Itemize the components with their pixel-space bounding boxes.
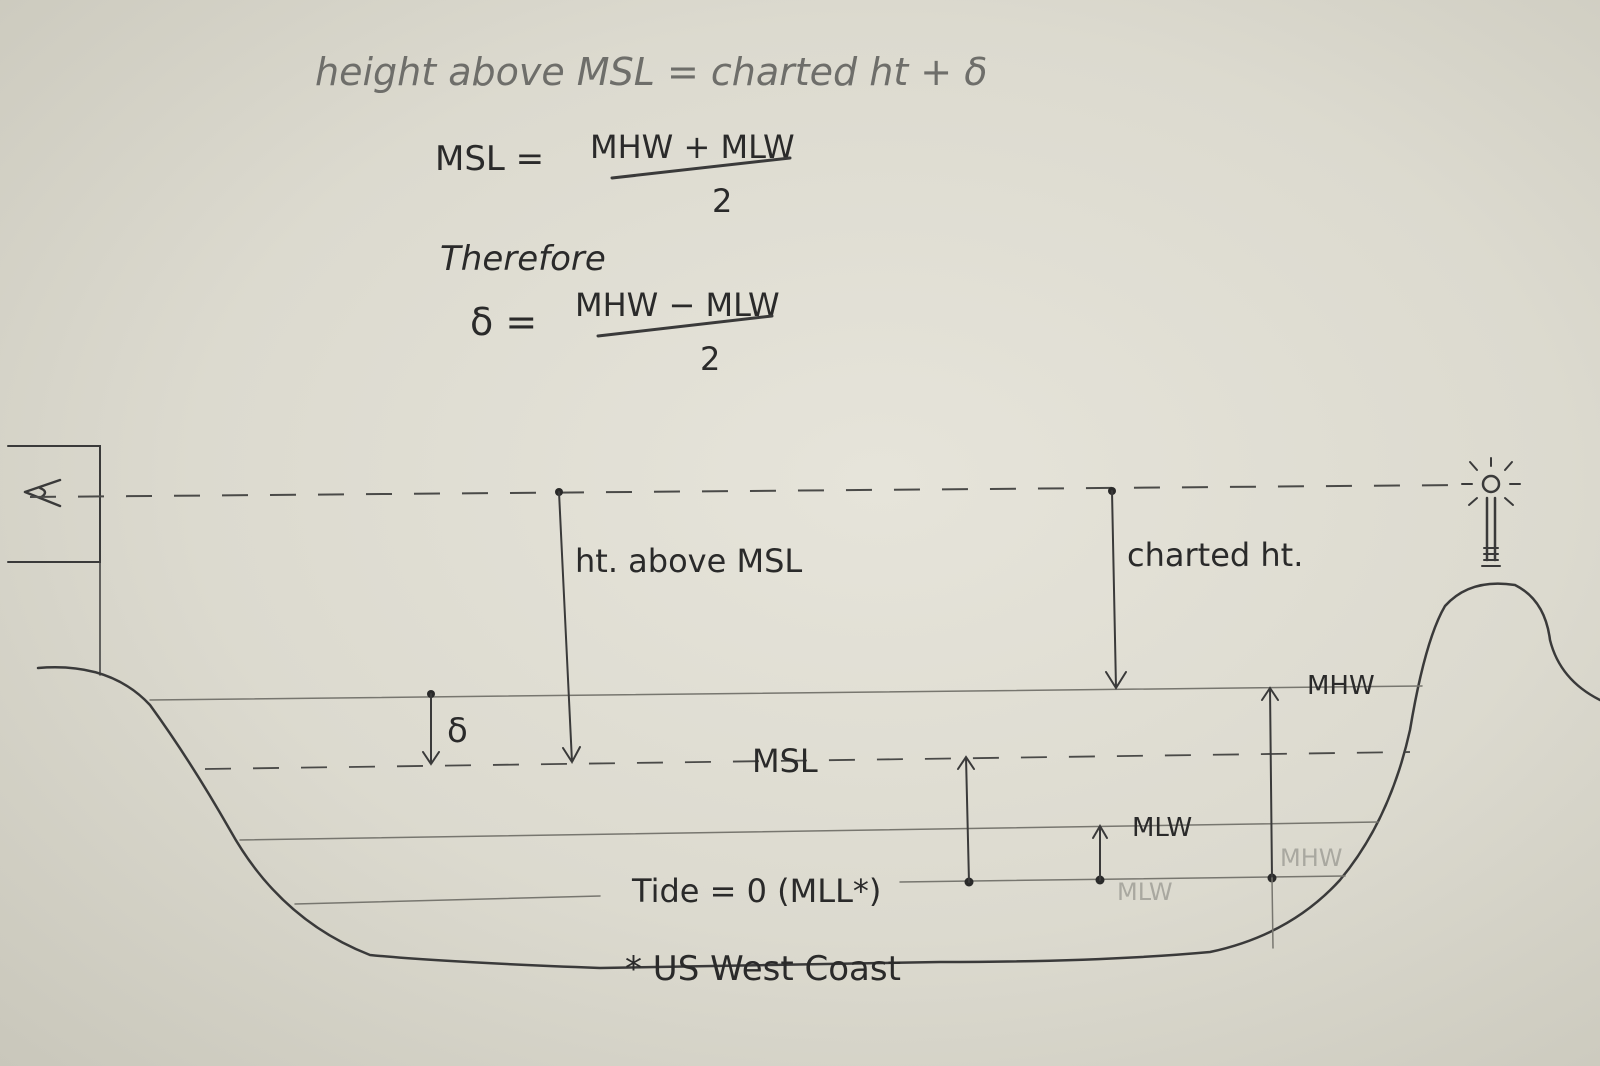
mhw-line (149, 685, 1423, 701)
formula-msl-lhs: MSL = (435, 139, 544, 179)
mlw-arrow (1092, 824, 1108, 885)
lighthouse-icon (1461, 457, 1521, 567)
observer-boat (7, 445, 101, 676)
formula-block: height above MSL = charted ht + δ MSL = … (315, 50, 987, 378)
tide-zero-label: Tide = 0 (MLL*) (631, 872, 881, 910)
mhw-ghost-label: MHW (1280, 844, 1342, 872)
msl-arrow (957, 755, 975, 887)
eye-icon (23, 478, 62, 508)
msl-label: MSL (752, 742, 818, 780)
formula-delta-denominator: 2 (700, 340, 720, 378)
ht-above-msl-label: ht. above MSL (575, 542, 802, 580)
formula-msl-numerator: MHW + MLW (590, 128, 795, 166)
mhw-arrow (1261, 686, 1279, 949)
msl-line (204, 751, 1411, 770)
eye-level-line (29, 484, 1461, 498)
footnote-us-west-coast: * US West Coast (625, 949, 901, 989)
mlw-label: MLW (1132, 813, 1192, 843)
delta-label: δ (447, 711, 468, 751)
mlw-ghost-label: MLW (1117, 878, 1173, 906)
tide-zero-line-left (294, 895, 601, 905)
mlw-line (239, 821, 1379, 841)
coastline-profile (36, 582, 1600, 970)
ht-above-msl-arrow (555, 488, 581, 764)
charted-ht-arrow (1105, 487, 1127, 690)
formula-delta-fraction-bar (596, 314, 774, 338)
formula-therefore: Therefore (440, 239, 606, 279)
charted-ht-label: charted ht. (1127, 536, 1303, 574)
formula-height-above-msl: height above MSL = charted ht + δ (315, 50, 987, 94)
formula-msl-fraction-bar (610, 156, 792, 180)
mhw-label: MHW (1307, 671, 1375, 701)
formula-delta-lhs: δ = (470, 300, 537, 344)
formula-msl-denominator: 2 (712, 182, 732, 220)
delta-arrow (422, 690, 440, 766)
